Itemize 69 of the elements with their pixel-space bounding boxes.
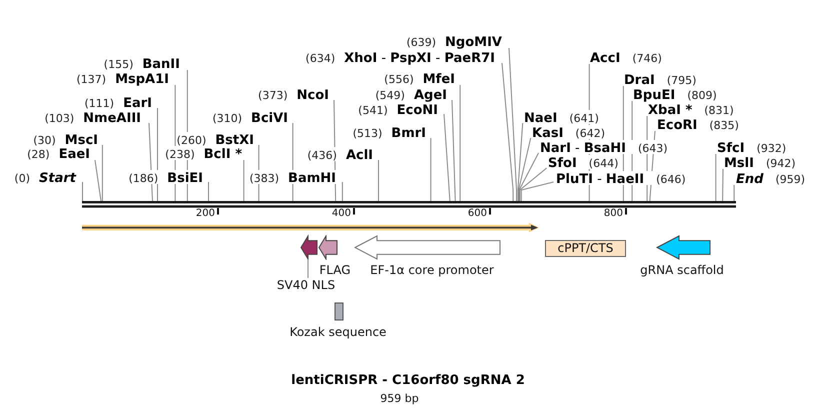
leader-line	[82, 182, 83, 202]
tick-label: 400	[332, 208, 351, 220]
restriction-site-label: (103) NmeAIII	[44, 110, 141, 124]
leader-line	[378, 160, 379, 202]
leader-line	[342, 182, 343, 202]
leader-line	[520, 182, 554, 202]
restriction-site-label: XbaI * (831)	[648, 102, 734, 116]
leader-line	[517, 122, 524, 202]
leader-line	[444, 114, 450, 202]
restriction-site-label: (383) BamHI	[249, 170, 336, 184]
restriction-site-label: (111) EarI	[84, 95, 152, 109]
restriction-site-label: PluTI - HaeII (646)	[556, 171, 686, 185]
restriction-site-label: (155) BanII	[104, 56, 180, 70]
restriction-site-label: SfoI (644)	[548, 155, 618, 169]
restriction-site-label: BpuEI (809)	[633, 87, 717, 101]
leader-line	[208, 182, 209, 202]
feature-block	[300, 234, 318, 261]
restriction-site-label: (556) MfeI	[384, 71, 455, 85]
restriction-site-label: (310) BciVI	[212, 110, 288, 124]
dna-backbone	[82, 201, 736, 208]
tick-label: 800	[604, 208, 623, 220]
restriction-site-label: MslI (942)	[724, 155, 796, 169]
highlighted-arrow	[82, 222, 539, 232]
restriction-site-label: (186) BsiEI	[128, 170, 203, 184]
feature-label: FLAG	[319, 263, 351, 277]
leader-line	[518, 138, 532, 202]
restriction-site-label: (238) BclI *	[165, 146, 242, 160]
leader-line	[460, 84, 461, 202]
feature-label: SV40 NLS	[276, 278, 336, 292]
restriction-site-label: SfcI (932)	[717, 140, 786, 154]
restriction-site-label: (513) BmrI	[352, 125, 426, 139]
feature-label: Kozak sequence	[290, 325, 386, 339]
leader-line	[519, 168, 548, 202]
leader-line	[452, 100, 456, 202]
tick-label: 600	[468, 208, 487, 220]
restriction-site-label: (549) AgeI	[375, 87, 447, 101]
leader-line	[715, 154, 716, 202]
feature-label: EF-1α core promoter	[370, 263, 494, 277]
restriction-site-label: NarI - BsaHI (643)	[540, 140, 668, 154]
restriction-site-label: (0) Start	[14, 170, 76, 184]
restriction-site-label: KasI (642)	[532, 125, 606, 139]
leader-line	[722, 168, 724, 202]
feature-label: gRNA scaffold	[640, 263, 724, 277]
restriction-site-label: (436) AclI	[307, 147, 373, 161]
leader-line	[508, 48, 517, 202]
restriction-site-label: EcoRI (835)	[657, 117, 739, 131]
restriction-site-label: (30) MscI	[33, 132, 98, 146]
restriction-site-label: DraI (795)	[624, 72, 696, 86]
restriction-site-label: End (959)	[736, 171, 806, 185]
restriction-site-label: (634) XhoI - PspXI - PaeR7I	[306, 50, 495, 64]
restriction-site-label: (137) MspA1I	[76, 71, 169, 85]
map-title: lentiCRISPR - C16orf80 sgRNA 2	[291, 373, 525, 389]
tick-label: 200	[196, 208, 215, 220]
restriction-site-label: (373) NcoI	[258, 87, 329, 101]
map-subtitle: 959 bp	[380, 392, 419, 404]
leader-line	[102, 144, 103, 202]
leader-line	[430, 138, 432, 202]
leader-line	[518, 152, 539, 202]
restriction-site-label: (541) EcoNI	[358, 102, 438, 116]
restriction-site-label: (28) EaeI	[27, 146, 90, 160]
restriction-site-label: (260) BstXI	[176, 132, 254, 146]
restriction-site-label: NaeI (641)	[524, 110, 599, 124]
leader-line	[502, 62, 514, 202]
restriction-site-label: (639) NgoMIV	[406, 34, 502, 48]
feature-box: cPPT/CTS	[545, 240, 626, 257]
leader-line	[734, 184, 735, 202]
leader-line	[94, 160, 102, 202]
restriction-site-label: AccI (746)	[590, 50, 662, 64]
leader-line	[243, 160, 244, 202]
